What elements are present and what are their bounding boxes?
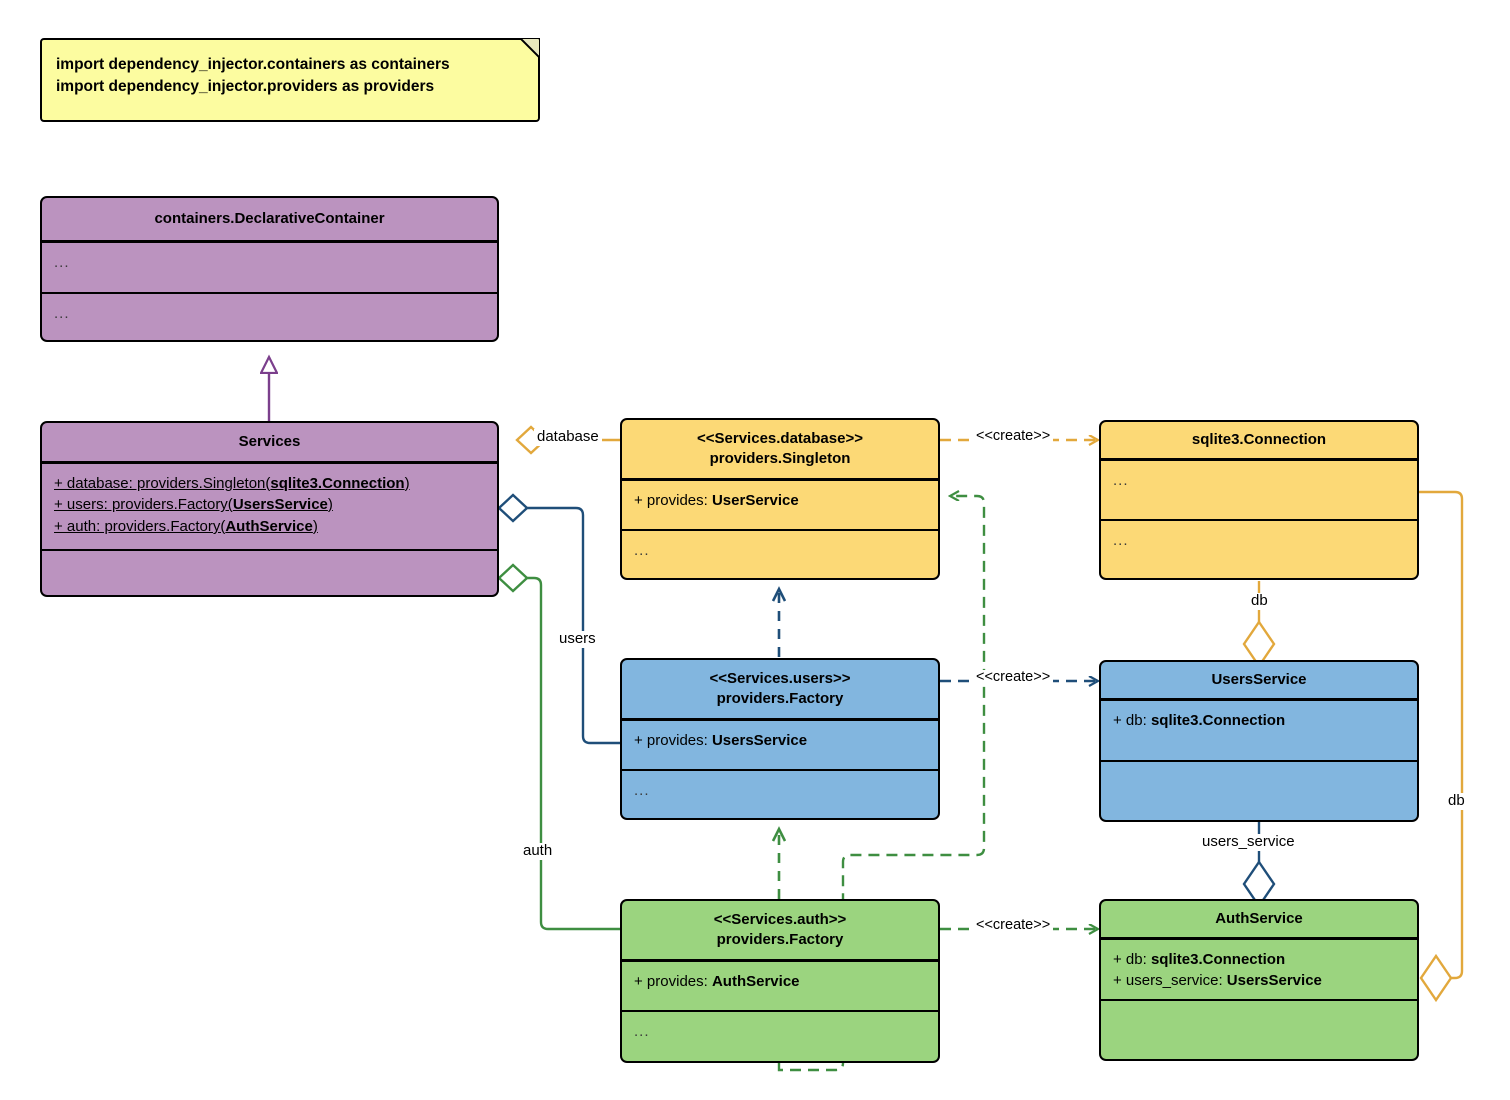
compartment-divider xyxy=(1101,937,1417,940)
attribute-users: + users: providers.Factory(UsersService) xyxy=(54,496,333,514)
edge-auth-association xyxy=(497,563,620,931)
compartment-divider xyxy=(1101,518,1417,521)
compartment-divider xyxy=(622,528,938,531)
edge-label-db-auth-service: db xyxy=(1445,792,1468,810)
edge-label-database: database xyxy=(534,428,602,446)
attributes-compartment: + db: sqlite3.Connection xyxy=(1101,701,1417,760)
class-name: providers.Factory xyxy=(716,690,844,707)
attribute-db: + db: sqlite3.Connection xyxy=(1113,711,1286,729)
attributes-compartment: ... xyxy=(54,253,70,271)
class-services-auth-provider[interactable]: <<Services.auth>> providers.Factory + pr… xyxy=(620,899,940,1063)
methods-compartment: ... xyxy=(634,782,650,799)
class-stereotype: <<Services.database>> xyxy=(697,429,863,447)
edge-db-auth-service xyxy=(1419,490,1464,1003)
methods-compartment xyxy=(42,551,497,595)
compartment-divider xyxy=(1101,998,1417,1001)
edge-label-auth: auth xyxy=(520,842,556,860)
class-title: AuthService xyxy=(1215,909,1303,927)
compartment-divider xyxy=(622,1009,938,1012)
attributes-compartment: + database: providers.Singleton(sqlite3.… xyxy=(42,464,497,549)
attributes-compartment: + db: sqlite3.Connection + users_service… xyxy=(1101,940,1417,999)
compartment-divider xyxy=(622,959,938,962)
attribute-db: + db: sqlite3.Connection xyxy=(1113,950,1286,968)
compartment-divider xyxy=(42,548,497,551)
methods-compartment: ... xyxy=(634,1023,650,1040)
attributes-compartment: + provides: UsersService xyxy=(622,721,938,769)
attribute-auth: + auth: providers.Factory(AuthService) xyxy=(54,518,318,535)
attribute-provides: + provides: UsersService xyxy=(634,731,808,749)
class-services-users-provider[interactable]: <<Services.users>> providers.Factory + p… xyxy=(620,658,940,820)
edge-label-db-users-service: db xyxy=(1248,592,1271,610)
class-stereotype: <<Services.auth>> xyxy=(713,910,847,928)
compartment-divider xyxy=(42,240,497,243)
compartment-divider xyxy=(1101,698,1417,701)
edge-label-users: users xyxy=(556,630,599,648)
attributes-compartment: ... xyxy=(1113,471,1129,489)
class-title: UsersService xyxy=(1211,670,1307,688)
compartment-divider xyxy=(1101,759,1417,762)
compartment-divider xyxy=(42,291,497,294)
edge-users-association xyxy=(497,493,620,745)
class-stereotype: <<Services.users>> xyxy=(709,669,851,687)
compartment-divider xyxy=(622,718,938,721)
compartment-divider xyxy=(622,768,938,771)
attributes-compartment: + provides: AuthService xyxy=(622,962,938,1010)
methods-compartment: ... xyxy=(1113,532,1129,549)
class-title: <<Services.auth>> providers.Factory xyxy=(622,901,938,959)
class-title: <<Services.users>> providers.Factory xyxy=(622,660,938,718)
class-title: Services xyxy=(238,432,301,450)
attribute-database: + database: providers.Singleton(sqlite3.… xyxy=(54,474,410,492)
attribute-provides: + provides: UserService xyxy=(634,491,799,509)
edge-label-create-users: <<create>> xyxy=(973,669,1054,686)
class-title: containers.DeclarativeContainer xyxy=(154,209,385,227)
edge-label-users-service: users_service xyxy=(1199,833,1298,851)
class-title: <<Services.database>> providers.Singleto… xyxy=(622,420,938,478)
class-name: providers.Factory xyxy=(716,931,844,948)
class-services[interactable]: Services + database: providers.Singleton… xyxy=(40,421,499,597)
methods-compartment: ... xyxy=(634,542,650,559)
note-line-2: import dependency_injector.providers as … xyxy=(56,78,435,96)
class-name: providers.Singleton xyxy=(709,450,851,467)
note-fold-icon xyxy=(520,38,540,58)
edge-label-create-auth: <<create>> xyxy=(973,917,1054,934)
class-sqlite3-connection[interactable]: sqlite3.Connection ... ... xyxy=(1099,420,1419,580)
methods-compartment: ... xyxy=(54,305,70,322)
class-declarative-container[interactable]: containers.DeclarativeContainer ... ... xyxy=(40,196,499,342)
class-services-database-provider[interactable]: <<Services.database>> providers.Singleto… xyxy=(620,418,940,580)
class-users-service[interactable]: UsersService + db: sqlite3.Connection xyxy=(1099,660,1419,822)
compartment-divider xyxy=(1101,458,1417,461)
methods-compartment xyxy=(1101,762,1417,820)
compartment-divider xyxy=(42,461,497,464)
attribute-provides: + provides: AuthService xyxy=(634,972,800,990)
note-line-1: import dependency_injector.containers as… xyxy=(56,56,450,73)
methods-compartment xyxy=(1101,1001,1417,1059)
class-auth-service[interactable]: AuthService + db: sqlite3.Connection + u… xyxy=(1099,899,1419,1061)
edge-label-create-database: <<create>> xyxy=(973,428,1054,445)
class-title: sqlite3.Connection xyxy=(1191,430,1327,448)
attribute-users-service: + users_service: UsersService xyxy=(1113,972,1322,990)
attributes-compartment: + provides: UserService xyxy=(622,481,938,529)
import-note: import dependency_injector.containers as… xyxy=(40,38,540,122)
compartment-divider xyxy=(622,478,938,481)
